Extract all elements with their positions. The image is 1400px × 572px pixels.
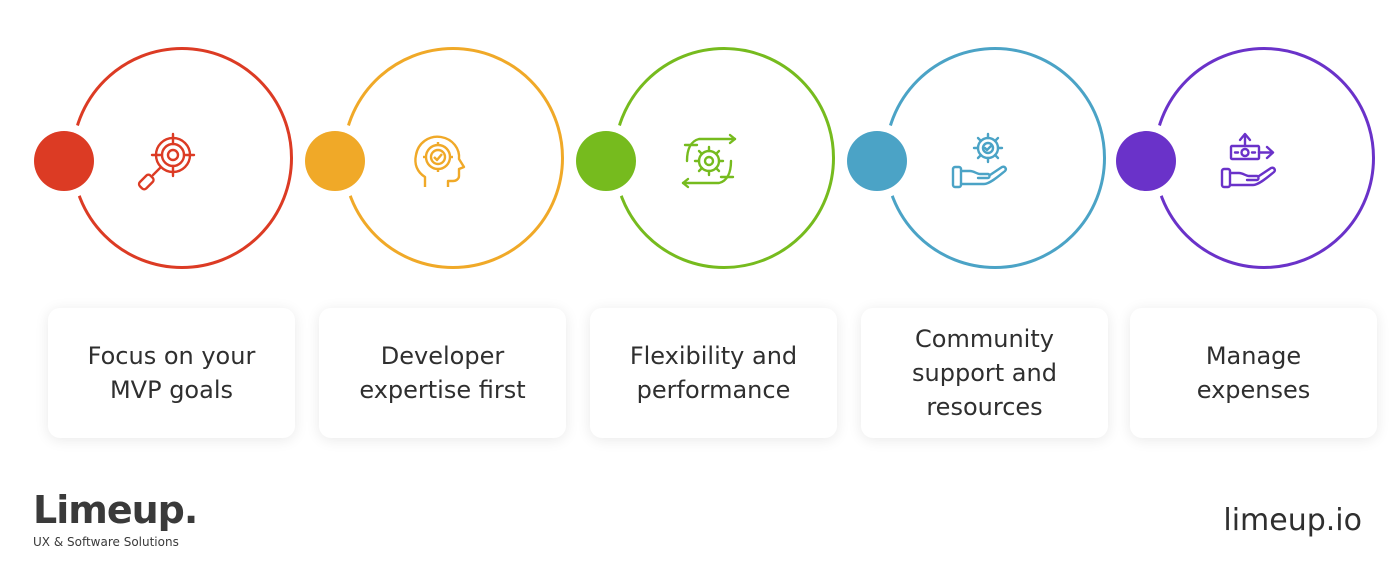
- step-focus-mvp: Focus on your MVP goals: [34, 0, 304, 460]
- site-url: limeup.io: [1223, 503, 1362, 538]
- step-card: Community support and resources: [861, 308, 1108, 438]
- step-developer-expertise: Developer expertise first: [305, 0, 575, 460]
- step-dot: [1116, 131, 1176, 191]
- head-gear-icon: [414, 135, 466, 187]
- step-dot: [847, 131, 907, 191]
- step-ring: [1153, 47, 1375, 269]
- step-label: Community support and resources: [912, 325, 1057, 421]
- step-dot: [576, 131, 636, 191]
- step-ring: [884, 47, 1106, 269]
- step-ring: [71, 47, 293, 269]
- step-card: Focus on your MVP goals: [48, 308, 295, 438]
- step-card: Manage expenses: [1130, 308, 1377, 438]
- step-label: Flexibility and performance: [629, 342, 798, 404]
- step-label: Developer expertise first: [359, 342, 526, 404]
- step-card: Flexibility and performance: [590, 308, 837, 438]
- step-dot: [34, 131, 94, 191]
- step-label: Focus on your MVP goals: [87, 342, 256, 404]
- step-card: Developer expertise first: [319, 308, 566, 438]
- step-flexibility-performance: Flexibility and performance: [576, 0, 846, 460]
- step-manage-expenses: Manage expenses: [1116, 0, 1386, 460]
- target-search-icon: [137, 132, 196, 191]
- step-label: Manage expenses: [1196, 342, 1311, 404]
- logo-name: Limeup.: [33, 488, 198, 532]
- gear-arrows-icon: [681, 133, 737, 189]
- logo-tagline: UX & Software Solutions: [33, 535, 179, 549]
- limeup-logo: Limeup. UX & Software Solutions: [33, 488, 198, 549]
- hand-gear-icon: [951, 132, 1007, 189]
- hand-money-icon: [1220, 132, 1276, 189]
- step-community-support: Community support and resources: [847, 0, 1117, 460]
- step-dot: [305, 131, 365, 191]
